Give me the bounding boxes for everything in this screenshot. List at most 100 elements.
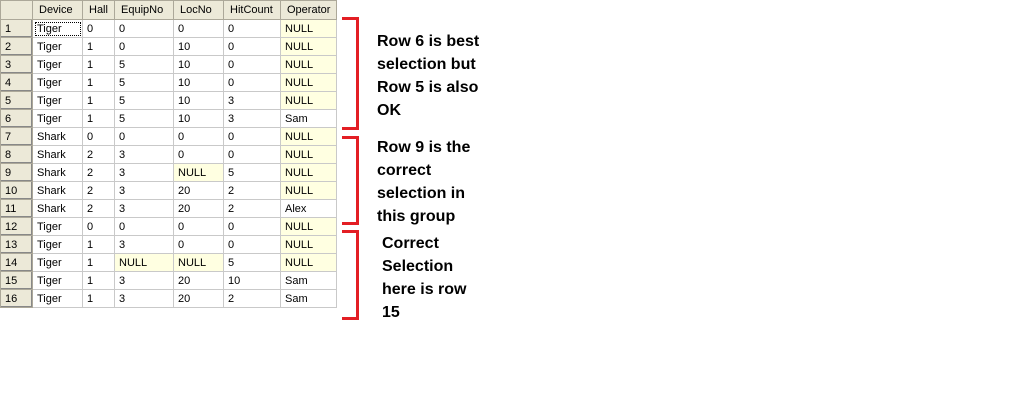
equipno-cell[interactable]: 3 — [114, 181, 174, 200]
equipno-cell[interactable]: 5 — [114, 55, 174, 74]
operator-cell[interactable]: NULL — [279, 37, 338, 56]
device-cell[interactable]: Tiger — [32, 109, 83, 128]
row-number[interactable]: 3 — [0, 55, 33, 74]
operator-cell[interactable]: NULL — [279, 19, 338, 38]
row-number[interactable]: 10 — [0, 181, 33, 200]
equipno-cell[interactable]: 5 — [114, 91, 174, 110]
equipno-cell[interactable]: 3 — [114, 145, 174, 164]
hall-cell[interactable]: 1 — [82, 289, 115, 308]
locno-cell[interactable]: NULL — [173, 163, 224, 182]
hitcount-cell[interactable]: 5 — [223, 163, 281, 182]
hitcount-cell[interactable]: 3 — [223, 91, 281, 110]
hitcount-cell[interactable]: 0 — [223, 19, 281, 38]
device-cell[interactable]: Tiger — [32, 289, 83, 308]
hall-cell[interactable]: 2 — [82, 163, 115, 182]
device-cell[interactable]: Shark — [32, 199, 83, 218]
hall-cell[interactable]: 2 — [82, 199, 115, 218]
row-number[interactable]: 6 — [0, 109, 33, 128]
device-cell[interactable]: Tiger — [32, 91, 83, 110]
operator-cell[interactable]: Sam — [279, 271, 338, 290]
device-cell[interactable]: Tiger — [32, 217, 83, 236]
hitcount-cell[interactable]: 0 — [223, 55, 281, 74]
column-header-device[interactable]: Device — [32, 0, 83, 20]
equipno-cell[interactable]: 5 — [114, 109, 174, 128]
hall-cell[interactable]: 0 — [82, 217, 115, 236]
row-number[interactable]: 5 — [0, 91, 33, 110]
locno-cell[interactable]: 0 — [173, 217, 224, 236]
locno-cell[interactable]: 0 — [173, 19, 224, 38]
corner-cell[interactable] — [0, 0, 33, 20]
hall-cell[interactable]: 1 — [82, 91, 115, 110]
hall-cell[interactable]: 1 — [82, 55, 115, 74]
locno-cell[interactable]: 10 — [173, 73, 224, 92]
locno-cell[interactable]: 20 — [173, 199, 224, 218]
device-cell[interactable]: Tiger — [32, 235, 83, 254]
locno-cell[interactable]: 0 — [173, 145, 224, 164]
equipno-cell[interactable]: 3 — [114, 289, 174, 308]
locno-cell[interactable]: 10 — [173, 37, 224, 56]
row-number[interactable]: 7 — [0, 127, 33, 146]
operator-cell[interactable]: Sam — [279, 289, 338, 308]
hitcount-cell[interactable]: 2 — [223, 289, 281, 308]
operator-cell[interactable]: NULL — [279, 127, 338, 146]
operator-cell[interactable]: NULL — [279, 73, 338, 92]
device-cell[interactable]: Shark — [32, 163, 83, 182]
row-number[interactable]: 12 — [0, 217, 33, 236]
hall-cell[interactable]: 2 — [82, 145, 115, 164]
device-cell[interactable]: Tiger — [32, 73, 83, 92]
equipno-cell[interactable]: 3 — [114, 271, 174, 290]
locno-cell[interactable]: NULL — [173, 253, 224, 272]
operator-cell[interactable]: NULL — [279, 235, 338, 254]
hitcount-cell[interactable]: 0 — [223, 73, 281, 92]
hall-cell[interactable]: 1 — [82, 271, 115, 290]
equipno-cell[interactable]: 0 — [114, 217, 174, 236]
column-header-hitcount[interactable]: HitCount — [223, 0, 281, 20]
hitcount-cell[interactable]: 3 — [223, 109, 281, 128]
hall-cell[interactable]: 0 — [82, 127, 115, 146]
hitcount-cell[interactable]: 5 — [223, 253, 281, 272]
row-number[interactable]: 4 — [0, 73, 33, 92]
device-cell[interactable]: Tiger — [32, 271, 83, 290]
device-cell[interactable]: Tiger — [32, 19, 83, 38]
operator-cell[interactable]: Alex — [279, 199, 338, 218]
hitcount-cell[interactable]: 2 — [223, 181, 281, 200]
operator-cell[interactable]: NULL — [279, 163, 338, 182]
device-cell[interactable]: Shark — [32, 145, 83, 164]
operator-cell[interactable]: NULL — [279, 253, 338, 272]
column-header-operator[interactable]: Operator — [279, 0, 338, 20]
locno-cell[interactable]: 20 — [173, 289, 224, 308]
row-number[interactable]: 11 — [0, 199, 33, 218]
equipno-cell[interactable]: 3 — [114, 235, 174, 254]
locno-cell[interactable]: 20 — [173, 181, 224, 200]
column-header-locno[interactable]: LocNo — [173, 0, 224, 20]
equipno-cell[interactable]: 0 — [114, 37, 174, 56]
hall-cell[interactable]: 2 — [82, 181, 115, 200]
locno-cell[interactable]: 10 — [173, 109, 224, 128]
equipno-cell[interactable]: 3 — [114, 199, 174, 218]
locno-cell[interactable]: 20 — [173, 271, 224, 290]
locno-cell[interactable]: 0 — [173, 127, 224, 146]
hall-cell[interactable]: 1 — [82, 73, 115, 92]
hall-cell[interactable]: 1 — [82, 253, 115, 272]
operator-cell[interactable]: NULL — [279, 55, 338, 74]
operator-cell[interactable]: NULL — [279, 145, 338, 164]
row-number[interactable]: 1 — [0, 19, 33, 38]
hall-cell[interactable]: 1 — [82, 235, 115, 254]
hitcount-cell[interactable]: 2 — [223, 199, 281, 218]
row-number[interactable]: 8 — [0, 145, 33, 164]
column-header-hall[interactable]: Hall — [82, 0, 115, 20]
hitcount-cell[interactable]: 0 — [223, 235, 281, 254]
row-number[interactable]: 13 — [0, 235, 33, 254]
hitcount-cell[interactable]: 10 — [223, 271, 281, 290]
